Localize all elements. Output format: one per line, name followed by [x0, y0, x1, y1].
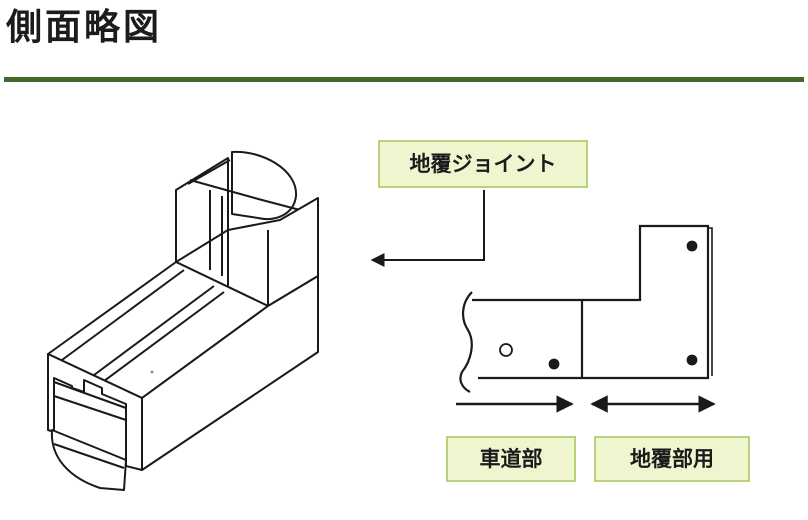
- joint-label: 地覆ジョイント: [378, 140, 588, 188]
- road-label: 車道部: [446, 436, 576, 482]
- bolt-hole: [686, 354, 698, 366]
- page-title: 側面略図: [6, 7, 163, 48]
- joint-pointer-arrow: [370, 190, 485, 267]
- title-underline: [4, 77, 804, 82]
- joint-3d-illustration: [47, 150, 319, 491]
- cover-label: 地覆部用: [594, 436, 750, 482]
- bolt-hole: [686, 240, 698, 252]
- plan-view: [459, 224, 713, 393]
- open-hole: [499, 343, 513, 357]
- bolt-hole: [548, 358, 560, 370]
- plan-view-holes: [499, 240, 698, 370]
